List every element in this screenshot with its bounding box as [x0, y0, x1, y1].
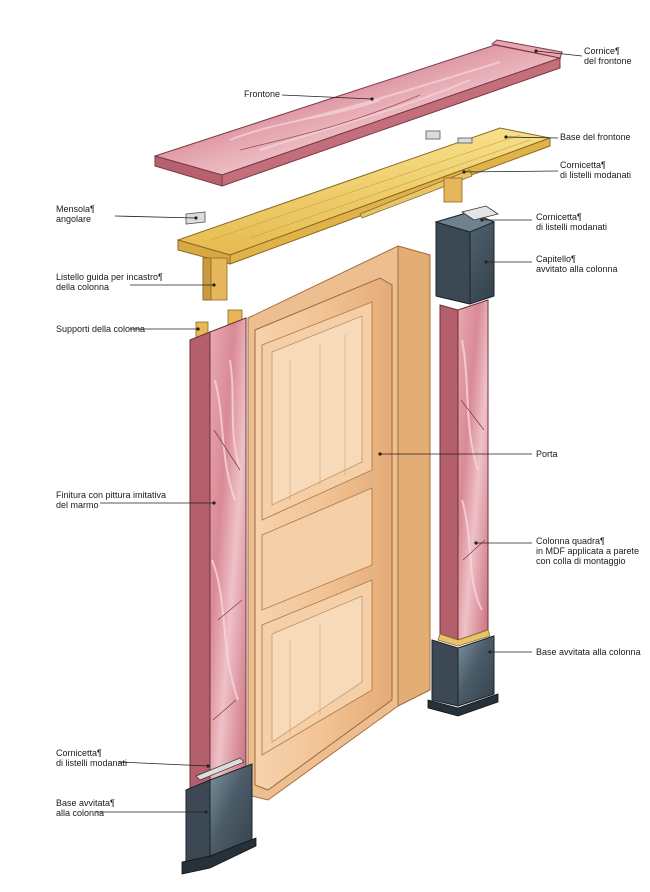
label-listello: Listello guida per incastro¶ della colon…: [56, 272, 163, 292]
label-frontone: Frontone: [200, 89, 280, 99]
label-line: Base avvitata¶: [56, 798, 115, 808]
label-line: Cornicetta¶: [536, 212, 582, 222]
label-line: in MDF applicata a parete: [536, 546, 640, 556]
label-line: Mensola¶: [56, 204, 95, 214]
label-line: di listelli modanati: [536, 222, 608, 232]
label-line: avvitato alla colonna: [536, 264, 618, 274]
label-cornicetta-right: Cornicetta¶ di listelli modanati: [536, 212, 607, 232]
right-column: [427, 205, 499, 717]
label-line: Base avvitata alla colonna: [536, 647, 641, 657]
label-line: Capitello¶: [536, 254, 576, 264]
label-cornice-frontone: Cornice¶ del frontone: [584, 46, 632, 66]
left-column: [181, 309, 257, 875]
label-line: del frontone: [584, 56, 632, 66]
label-line: di listelli modanati: [56, 758, 128, 768]
label-line: Porta: [536, 449, 558, 459]
label-line: Cornicetta¶: [56, 748, 102, 758]
label-line: con colla di montaggio: [536, 556, 626, 566]
label-line: della colonna: [56, 282, 110, 292]
label-finitura: Finitura con pittura imitativa del marmo: [56, 490, 166, 510]
label-line: di listelli modanati: [560, 170, 632, 180]
label-line: Colonna quadra¶: [536, 536, 605, 546]
label-line: alla colonna: [56, 808, 105, 818]
label-line: Finitura con pittura imitativa: [56, 490, 167, 500]
label-porta: Porta: [536, 449, 558, 459]
label-base-left: Base avvitata¶ alla colonna: [56, 798, 115, 818]
label-line: Frontone: [243, 89, 280, 99]
door-assembly: [247, 245, 431, 801]
label-base-right: Base avvitata alla colonna: [536, 647, 641, 657]
label-line: angolare: [56, 214, 92, 224]
label-line: Cornicetta¶: [560, 160, 606, 170]
label-cornicetta-top: Cornicetta¶ di listelli modanati: [560, 160, 631, 180]
label-line: Listello guida per incastro¶: [56, 272, 163, 282]
label-base-frontone: Base del frontone: [560, 132, 631, 142]
label-line: del marmo: [56, 500, 99, 510]
label-supporti: Supporti della colonna: [56, 324, 145, 334]
label-colonna: Colonna quadra¶ in MDF applicata a paret…: [536, 536, 639, 566]
leader-dots: [194, 49, 538, 814]
label-capitello: Capitello¶ avvitato alla colonna: [536, 254, 618, 274]
label-line: Base del frontone: [560, 132, 631, 142]
label-line: Cornice¶: [584, 46, 620, 56]
leader-lines: [96, 50, 583, 813]
label-mensola: Mensola¶ angolare: [56, 204, 95, 224]
label-cornicetta-bottom: Cornicetta¶ di listelli modanati: [56, 748, 127, 768]
frontone-board: [153, 39, 563, 187]
label-line: Supporti della colonna: [56, 324, 146, 334]
